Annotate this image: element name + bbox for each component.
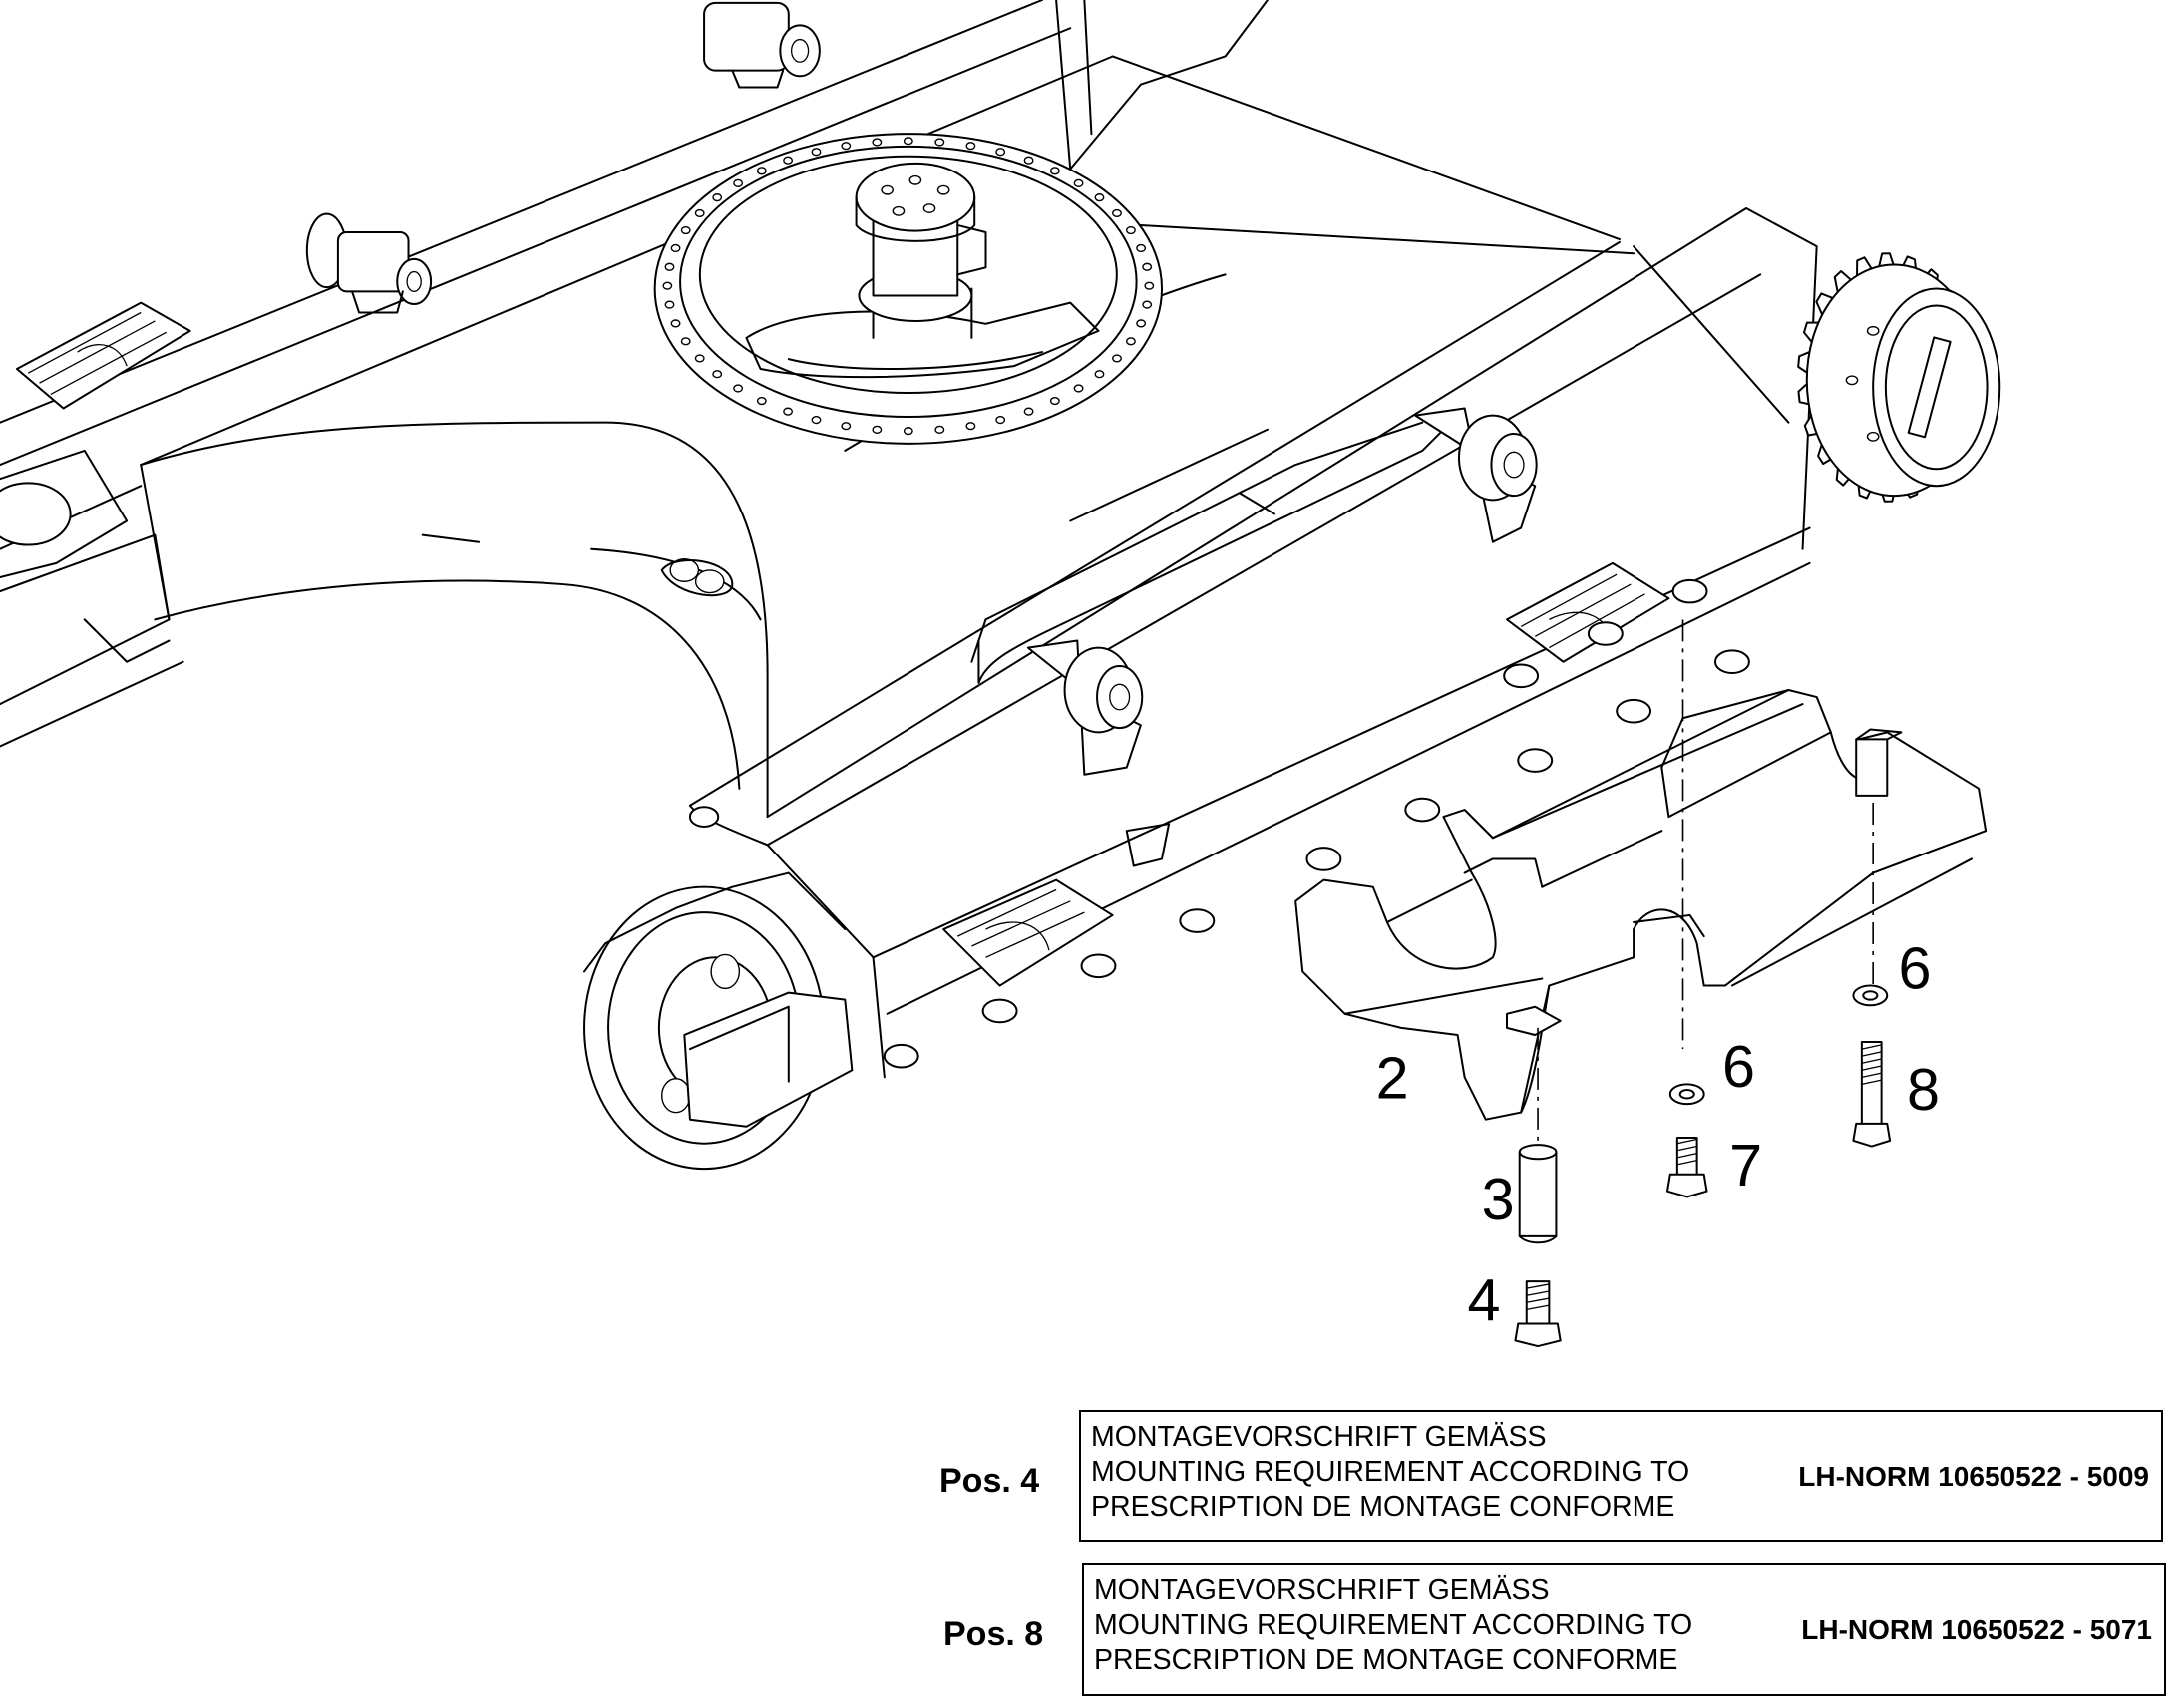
carbody bbox=[141, 56, 1634, 817]
track-guide-bracket-part-2 bbox=[1295, 690, 1986, 1120]
track-guide-upper bbox=[17, 303, 190, 409]
track-guard-front bbox=[1507, 563, 1668, 662]
rotary-joint bbox=[857, 164, 986, 321]
position-callouts: 2 3 4 6 6 7 8 bbox=[1376, 934, 1940, 1333]
bolt-part-7 bbox=[1667, 1138, 1707, 1196]
track-rollers bbox=[885, 580, 1749, 1068]
note-text-lines: MONTAGEVORSCHRIFT GEMÄSS MOUNTING REQUIR… bbox=[1094, 1573, 1692, 1678]
washer-part-6-middle bbox=[1670, 1084, 1704, 1104]
pos-8-label: Pos. 8 bbox=[943, 1615, 1044, 1653]
note-line-fr: PRESCRIPTION DE MONTAGE CONFORME bbox=[1091, 1491, 1675, 1523]
assembly-axes bbox=[1538, 619, 1873, 1155]
carrier-roller-right-1 bbox=[1415, 409, 1536, 542]
callout-3: 3 bbox=[1482, 1166, 1515, 1232]
spacer-sleeve-part-3 bbox=[1520, 1145, 1557, 1242]
bolt-part-8 bbox=[1853, 1042, 1890, 1147]
carrier-roller-upper-1 bbox=[704, 3, 820, 88]
callout-6-right: 6 bbox=[1899, 934, 1932, 1001]
track-guard-rear bbox=[943, 880, 1112, 986]
pos-4-label: Pos. 4 bbox=[939, 1462, 1040, 1500]
carrier-roller-upper-2 bbox=[307, 214, 431, 313]
left-track-frame bbox=[0, 0, 1268, 746]
note-line-de: MONTAGEVORSCHRIFT GEMÄSS bbox=[1094, 1574, 1550, 1606]
idler-wheel bbox=[584, 873, 852, 1170]
drive-sprocket bbox=[1798, 253, 1999, 502]
bolt-part-4 bbox=[1515, 1281, 1560, 1346]
mounting-requirement-note-pos-8: MONTAGEVORSCHRIFT GEMÄSS MOUNTING REQUIR… bbox=[1082, 1563, 2166, 1696]
note-norm-reference: LH-NORM 10650522 - 5009 bbox=[1798, 1460, 2149, 1492]
callout-4: 4 bbox=[1467, 1267, 1500, 1334]
swing-ring-bolt-holes bbox=[663, 138, 1153, 435]
note-line-en: MOUNTING REQUIREMENT ACCORDING TO bbox=[1094, 1609, 1693, 1641]
callout-6-middle: 6 bbox=[1722, 1033, 1755, 1100]
note-line-fr: PRESCRIPTION DE MONTAGE CONFORME bbox=[1094, 1644, 1678, 1676]
callout-2: 2 bbox=[1376, 1045, 1409, 1112]
note-line-de: MONTAGEVORSCHRIFT GEMÄSS bbox=[1091, 1421, 1547, 1453]
carbody-bolt-holes bbox=[662, 559, 733, 596]
callout-7: 7 bbox=[1729, 1132, 1762, 1198]
note-text-lines: MONTAGEVORSCHRIFT GEMÄSS MOUNTING REQUIR… bbox=[1091, 1420, 1689, 1525]
carrier-roller-right-2 bbox=[1028, 641, 1142, 775]
note-norm-reference: LH-NORM 10650522 - 5071 bbox=[1801, 1613, 2152, 1645]
callout-8: 8 bbox=[1907, 1056, 1940, 1123]
note-line-en: MOUNTING REQUIREMENT ACCORDING TO bbox=[1091, 1456, 1690, 1488]
mounting-requirement-note-pos-4: MONTAGEVORSCHRIFT GEMÄSS MOUNTING REQUIR… bbox=[1079, 1410, 2163, 1542]
washer-part-6-right bbox=[1853, 986, 1887, 1006]
